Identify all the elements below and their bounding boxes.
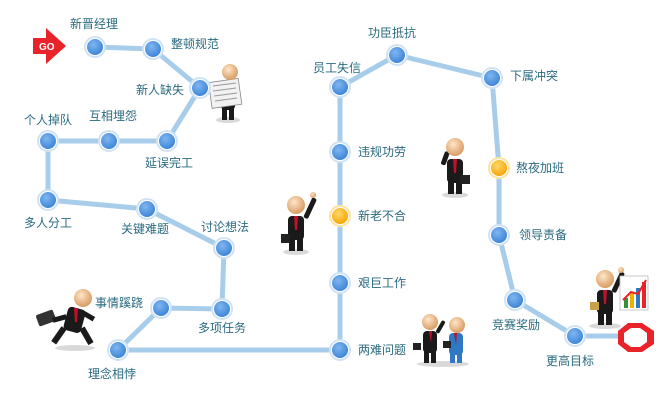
node-dot — [159, 133, 175, 149]
node-label: 延误完工 — [145, 155, 193, 170]
node-dot — [110, 342, 126, 358]
node-label: 违规功劳 — [358, 144, 406, 159]
node-label: 关键难题 — [121, 222, 169, 236]
go-arrow-icon: GO — [33, 28, 66, 64]
node-label: 竞赛奖励 — [492, 317, 540, 332]
node-label: 新人缺失 — [136, 82, 184, 97]
node-label: 下属冲突 — [510, 68, 558, 83]
node-dot — [332, 144, 348, 160]
path-node-23 — [564, 325, 586, 347]
node-dot — [145, 41, 161, 57]
path-node-11 — [150, 297, 172, 319]
node-label: 讨论想法 — [201, 219, 249, 234]
businessman-with-growth-chart-icon — [589, 267, 649, 329]
node-dot — [389, 47, 405, 63]
path-node-6 — [37, 130, 59, 152]
path-node-9 — [213, 237, 235, 259]
businessman-reading-newspaper-icon — [208, 64, 243, 123]
path-node-5 — [98, 130, 120, 152]
node-label: 领导责备 — [519, 228, 567, 242]
path-node-12 — [107, 339, 129, 361]
node-dot — [484, 70, 500, 86]
node-label: 多人分工 — [24, 216, 72, 230]
node-label: 功臣抵抗 — [368, 25, 416, 40]
node-dot — [40, 192, 56, 208]
businessman-thinking-icon — [441, 138, 470, 198]
node-dot — [139, 201, 155, 217]
businessman-running-with-briefcase-icon — [36, 289, 96, 351]
node-label: 新晋经理 — [70, 16, 118, 31]
node-dot — [216, 240, 232, 256]
node-label: 理念相悖 — [88, 366, 136, 381]
path-node-8 — [136, 198, 158, 220]
path-node-22 — [504, 289, 526, 311]
node-label: 新老不合 — [358, 208, 406, 223]
two-businessmen-arguing-icon — [413, 314, 469, 367]
node-label: 互相埋怨 — [89, 109, 137, 123]
node-dot — [87, 39, 103, 55]
highlight-node-dot — [332, 208, 348, 224]
path-node-13 — [329, 339, 351, 361]
path-node-18 — [386, 44, 408, 66]
path-node-15 — [329, 205, 351, 227]
node-label: 多项任务 — [198, 320, 246, 335]
node-label: 熬夜加班 — [516, 160, 564, 175]
node-label: 个人掉队 — [24, 112, 72, 127]
path-node-19 — [481, 67, 503, 89]
path-node-4 — [156, 130, 178, 152]
node-dot — [332, 275, 348, 291]
path-node-17 — [329, 76, 351, 98]
path-node-21 — [488, 224, 510, 246]
stop-octagon-icon — [618, 323, 654, 352]
businessman-raising-hand-icon — [281, 192, 317, 255]
path-node-3 — [189, 77, 211, 99]
node-dot — [567, 328, 583, 344]
node-label: 员工失信 — [313, 60, 361, 75]
node-label: 艰巨工作 — [358, 276, 406, 290]
node-dot — [192, 80, 208, 96]
node-label: 整顿规范 — [171, 36, 219, 51]
node-label: 两难问题 — [358, 343, 406, 357]
path-node-16 — [329, 141, 351, 163]
path-node-14 — [329, 272, 351, 294]
node-dot — [507, 292, 523, 308]
node-dot — [153, 300, 169, 316]
node-dot — [40, 133, 56, 149]
node-label: 更高目标 — [546, 353, 594, 368]
path-node-10 — [211, 298, 233, 320]
path-node-1 — [84, 36, 106, 58]
path-node-20 — [488, 157, 510, 179]
node-dot — [332, 342, 348, 358]
path-node-2 — [142, 38, 164, 60]
node-dot — [101, 133, 117, 149]
node-dot — [491, 227, 507, 243]
node-dot — [214, 301, 230, 317]
node-dot — [332, 79, 348, 95]
highlight-node-dot — [491, 160, 507, 176]
path-node-7 — [37, 189, 59, 211]
node-label: 事情蹊跷 — [95, 295, 143, 310]
go-label: GO — [39, 42, 55, 53]
